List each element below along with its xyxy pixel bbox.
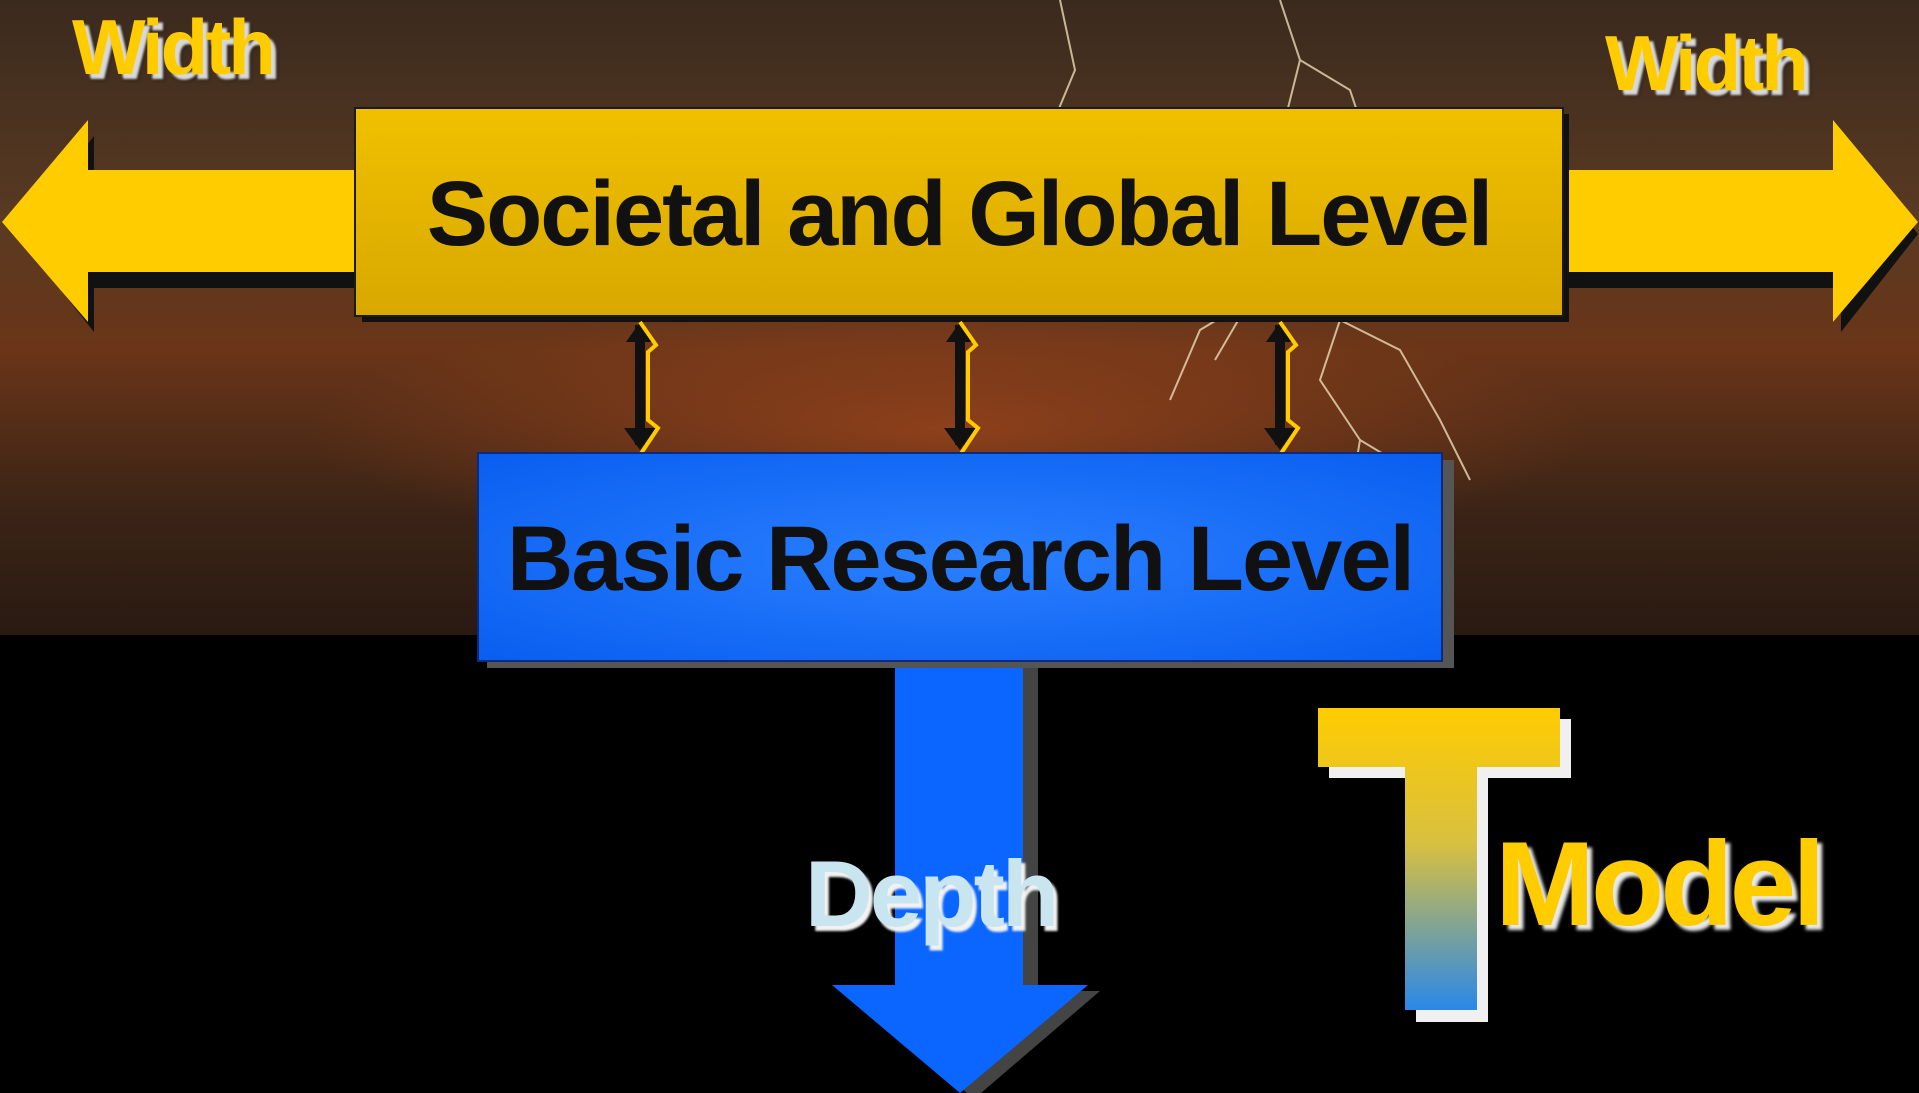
- width-arrow-left: [2, 120, 371, 332]
- basic-research-box: [477, 452, 1454, 668]
- width-label-left: Width: [72, 3, 276, 91]
- model-label: Model: [1495, 817, 1826, 951]
- depth-arrow: [832, 655, 1100, 1093]
- basic-research-label: Basic Research Level: [506, 508, 1415, 610]
- connector-arrow-3: [1264, 320, 1301, 457]
- width-label-right: Width: [1605, 19, 1809, 107]
- depth-label: Depth: [805, 841, 1059, 946]
- connector-arrow-2: [944, 320, 981, 457]
- connector-arrow-1: [624, 320, 661, 457]
- t-model-icon: [1318, 708, 1571, 1022]
- societal-global-label: Societal and Global Level: [426, 163, 1494, 265]
- width-arrow-right: [1555, 120, 1918, 332]
- societal-global-box: [354, 107, 1569, 322]
